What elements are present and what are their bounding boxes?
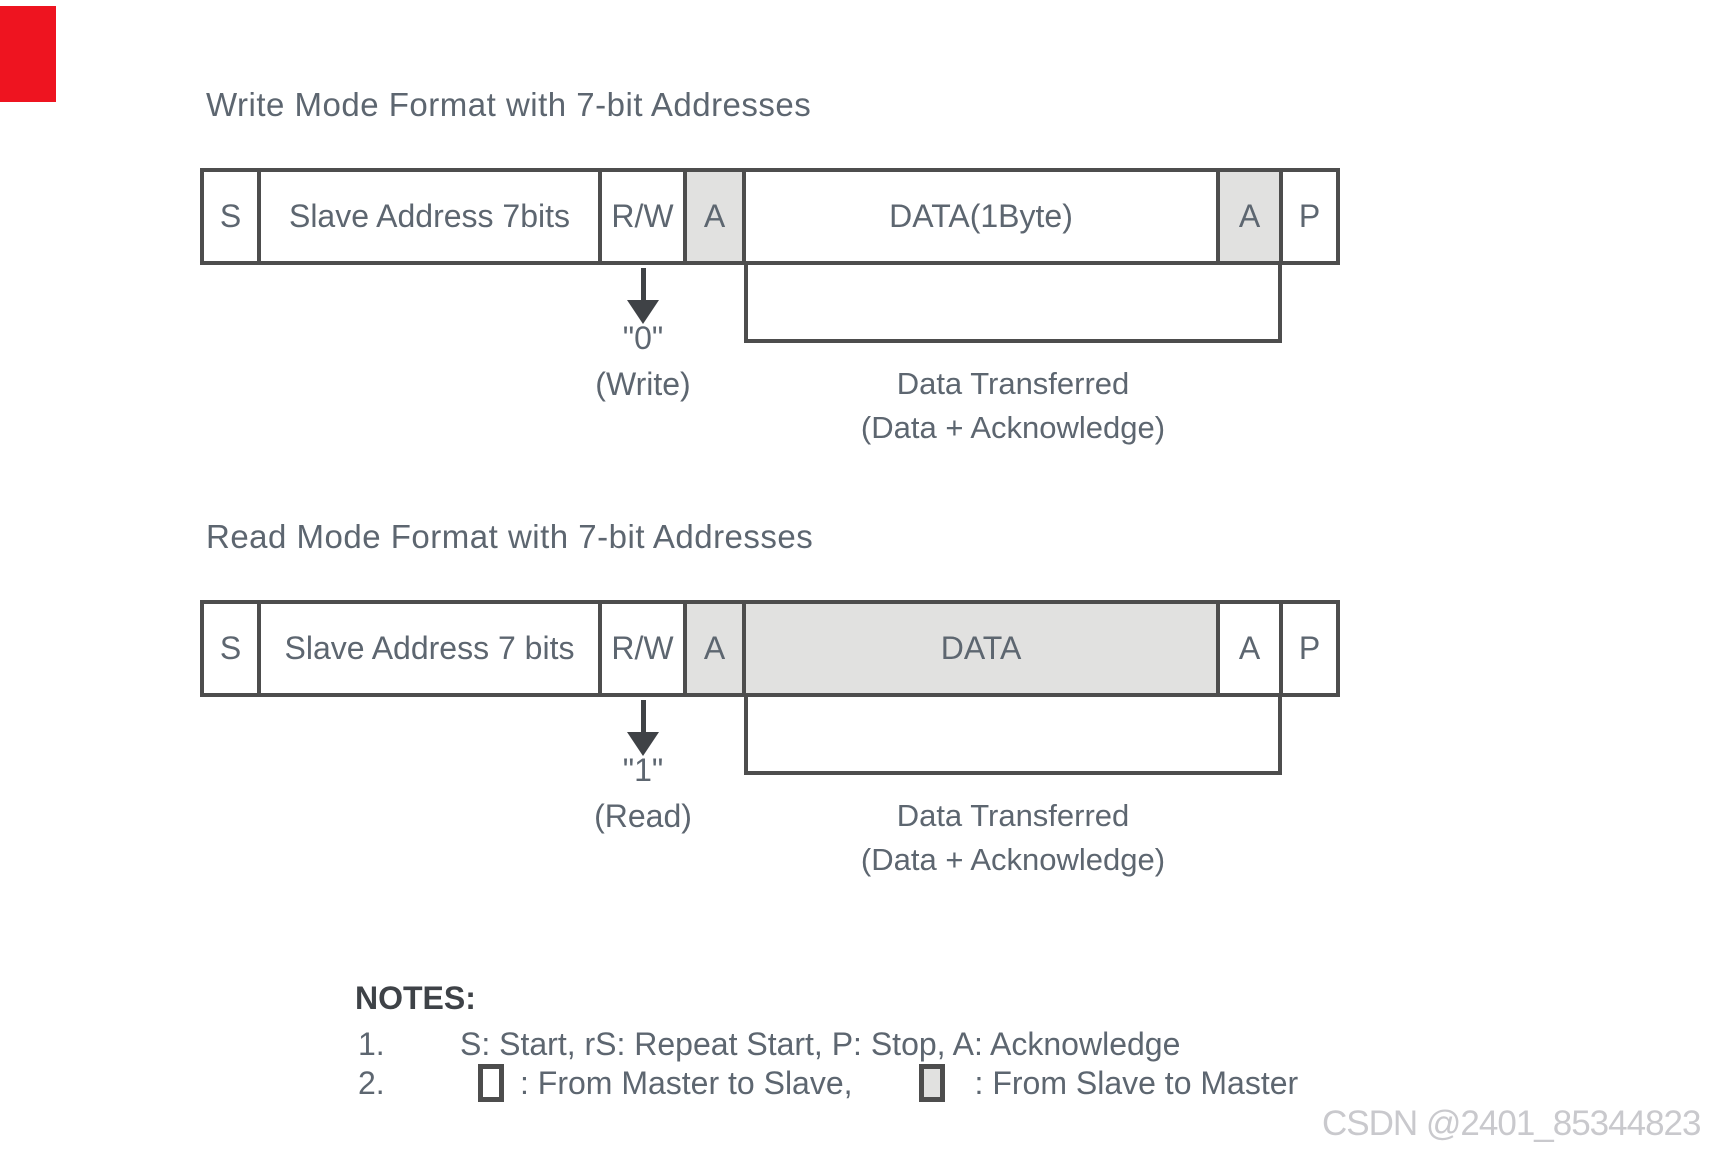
read-cell-ack1: A xyxy=(683,604,742,693)
note-2-number: 2. xyxy=(358,1064,385,1101)
read-cell-ack2: A xyxy=(1216,604,1279,693)
note-1-number: 1. xyxy=(358,1026,385,1062)
read-transfer-line1: Data Transferred xyxy=(896,798,1130,833)
arrow-stem xyxy=(640,700,646,732)
down-arrow-icon xyxy=(618,700,668,756)
write-rw-mode: (Write) xyxy=(595,366,691,402)
note-1-text: S: Start, rS: Repeat Start, P: Stop, A: … xyxy=(460,1026,1181,1062)
write-mode-title: Write Mode Format with 7-bit Addresses xyxy=(206,86,812,123)
write-cell-start: S xyxy=(219,198,242,234)
write-transfer-line1: Data Transferred xyxy=(896,366,1130,401)
write-cell-rw: R/W xyxy=(598,172,683,261)
notes-heading: NOTES: xyxy=(355,980,476,1016)
note-2-master-to-slave: : From Master to Slave, xyxy=(520,1064,853,1101)
read-transfer-bracket xyxy=(744,695,1282,775)
write-cell-ack1: A xyxy=(683,172,742,261)
write-transfer-caption: Data Transferred (Data + Acknowledge) xyxy=(744,362,1282,450)
read-transfer-caption: Data Transferred (Data + Acknowledge) xyxy=(744,794,1282,882)
red-marker-overlay xyxy=(0,6,56,102)
write-rw-value: "0" xyxy=(622,320,664,356)
csdn-watermark: CSDN @2401_85344823 xyxy=(1322,1104,1701,1143)
arrow-head xyxy=(627,300,659,324)
read-transfer-line2: (Data + Acknowledge) xyxy=(860,842,1166,877)
slave-to-master-square-icon xyxy=(918,1064,945,1102)
read-rw-value: "1" xyxy=(622,752,664,788)
note-item-2: 2. : From Master to Slave, : From Slave … xyxy=(358,1064,1298,1102)
write-cell-data: DATA(1Byte) xyxy=(742,172,1216,261)
write-cell-address: Slave Address 7bits xyxy=(257,172,598,261)
write-transfer-line2: (Data + Acknowledge) xyxy=(860,410,1166,445)
read-mode-title: Read Mode Format with 7-bit Addresses xyxy=(206,518,814,555)
read-cell-address: Slave Address 7 bits xyxy=(257,604,598,693)
arrow-head xyxy=(627,732,659,756)
write-cell-stop: P xyxy=(1279,172,1336,261)
read-rw-mode: (Read) xyxy=(594,798,692,834)
write-cell-ack2: A xyxy=(1216,172,1279,261)
read-cell-rw: R/W xyxy=(598,604,683,693)
write-format-row: S Slave Address 7bits R/W A DATA(1Byte) … xyxy=(200,168,1340,265)
note-item-1: 1. S: Start, rS: Repeat Start, P: Stop, … xyxy=(358,1026,1180,1063)
master-to-slave-square-icon xyxy=(478,1064,504,1102)
read-cell-data: DATA xyxy=(742,604,1216,693)
write-transfer-bracket xyxy=(744,263,1282,343)
read-format-row: S Slave Address 7 bits R/W A DATA A P xyxy=(200,600,1340,697)
arrow-stem xyxy=(640,268,646,300)
note-2-slave-to-master: : From Slave to Master xyxy=(974,1064,1299,1101)
down-arrow-icon xyxy=(618,268,668,324)
read-cell-start: S xyxy=(219,630,242,666)
read-cell-stop: P xyxy=(1279,604,1336,693)
